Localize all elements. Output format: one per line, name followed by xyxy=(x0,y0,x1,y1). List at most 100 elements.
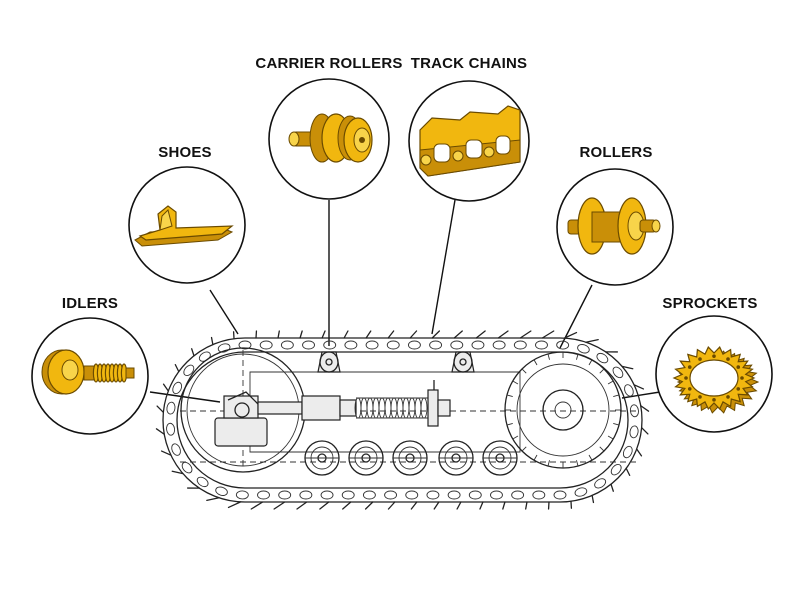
carrier-roller-bracket-1 xyxy=(317,351,341,373)
chain-link xyxy=(622,445,633,459)
label-sprockets: SPROCKETS xyxy=(662,295,757,312)
chain-link xyxy=(302,340,315,350)
track-grouser xyxy=(541,330,555,339)
chain-link xyxy=(215,486,228,496)
track-grouser xyxy=(162,383,169,392)
leader-lines xyxy=(149,199,661,403)
track-grouser xyxy=(365,330,372,339)
track-grouser xyxy=(273,501,286,510)
roller-part-icon xyxy=(567,197,661,255)
chain-link xyxy=(341,490,355,500)
label-rollers: ROLLERS xyxy=(579,144,652,161)
spring-coil xyxy=(396,397,404,419)
track-grouser xyxy=(475,330,486,339)
track-grouser xyxy=(156,405,165,413)
track-grouser xyxy=(174,363,180,373)
chain-link xyxy=(490,490,503,500)
callout-track-chains: TRACK CHAINS xyxy=(408,55,530,202)
leader-sprockets xyxy=(621,391,661,399)
chain-link xyxy=(278,490,292,500)
leader-track-chains xyxy=(431,199,456,335)
chain-link xyxy=(624,384,634,397)
chain-link xyxy=(429,340,443,350)
track-roller xyxy=(438,440,474,476)
chain-link xyxy=(513,340,527,350)
track-grouser xyxy=(502,501,506,510)
track-grouser xyxy=(343,330,349,339)
track-grouser xyxy=(591,494,595,504)
chain-link xyxy=(362,490,376,500)
chain-link xyxy=(181,461,193,474)
track-grouser xyxy=(364,501,374,510)
track-roller xyxy=(304,440,340,476)
chain-link xyxy=(217,343,231,353)
spring-coil xyxy=(402,397,410,419)
track-grouser xyxy=(277,330,280,339)
track-grouser xyxy=(610,483,614,492)
chain-link xyxy=(629,425,639,439)
track-outer xyxy=(162,337,643,503)
idler-part-icon xyxy=(41,349,135,395)
track-grouser xyxy=(525,501,528,510)
chain-link xyxy=(344,340,358,350)
chain-link xyxy=(610,463,622,476)
chain-link xyxy=(171,443,181,456)
spring-coil xyxy=(378,397,386,419)
chain-link xyxy=(299,490,313,500)
chain-link xyxy=(511,490,525,500)
label-shoes: SHOES xyxy=(158,144,212,161)
chain-link xyxy=(450,340,464,350)
shoe-part-icon xyxy=(134,205,234,247)
chain-link xyxy=(183,364,195,377)
chain-link xyxy=(594,478,607,489)
recoil-assembly xyxy=(257,380,451,427)
spring-coil xyxy=(408,397,416,419)
chain-link xyxy=(471,340,485,350)
chain-link xyxy=(323,340,337,350)
track-grouser xyxy=(621,365,634,370)
chain-link xyxy=(320,490,334,500)
track-grouser xyxy=(155,428,165,435)
track-grouser xyxy=(409,330,418,339)
chain-link xyxy=(257,490,270,500)
carrier-roller-part-icon xyxy=(288,113,373,163)
chain-link xyxy=(556,340,570,350)
chain-link xyxy=(280,340,294,350)
track-grouser xyxy=(585,338,599,343)
track-grouser xyxy=(321,330,326,339)
spring-coil xyxy=(384,397,392,419)
track-grouser xyxy=(227,501,242,509)
chain-link xyxy=(166,401,176,415)
leader-idlers xyxy=(149,391,221,403)
track-grouser xyxy=(456,501,462,510)
track-grouser xyxy=(319,501,330,510)
track-chain-part-icon xyxy=(419,105,521,177)
chain-link xyxy=(365,340,379,350)
bubble-shoes xyxy=(128,166,246,284)
chain-link xyxy=(447,490,461,500)
track-grouser xyxy=(191,348,195,357)
chain-link xyxy=(172,381,183,395)
label-idlers: IDLERS xyxy=(62,295,118,312)
chain-link xyxy=(384,490,398,500)
track-grouser xyxy=(410,501,418,510)
sprocket-wheel xyxy=(504,351,622,469)
callout-rollers: ROLLERS xyxy=(556,144,674,286)
sprocket-part-icon xyxy=(672,346,760,414)
chain-link xyxy=(196,476,209,488)
track-rollers xyxy=(304,440,518,476)
spring-coil xyxy=(420,397,428,419)
track-grouser xyxy=(640,405,650,412)
chain-link xyxy=(468,490,482,500)
chain-link xyxy=(532,490,546,500)
track-grouser xyxy=(431,330,441,339)
spring-coil xyxy=(372,397,380,419)
chain-link xyxy=(492,340,506,350)
spring-coil xyxy=(390,397,398,419)
track-grouser xyxy=(299,330,303,339)
chain-link xyxy=(577,344,590,354)
track-grouser xyxy=(210,336,214,346)
callout-shoes: SHOES xyxy=(128,144,246,284)
track-grouser xyxy=(296,501,308,510)
